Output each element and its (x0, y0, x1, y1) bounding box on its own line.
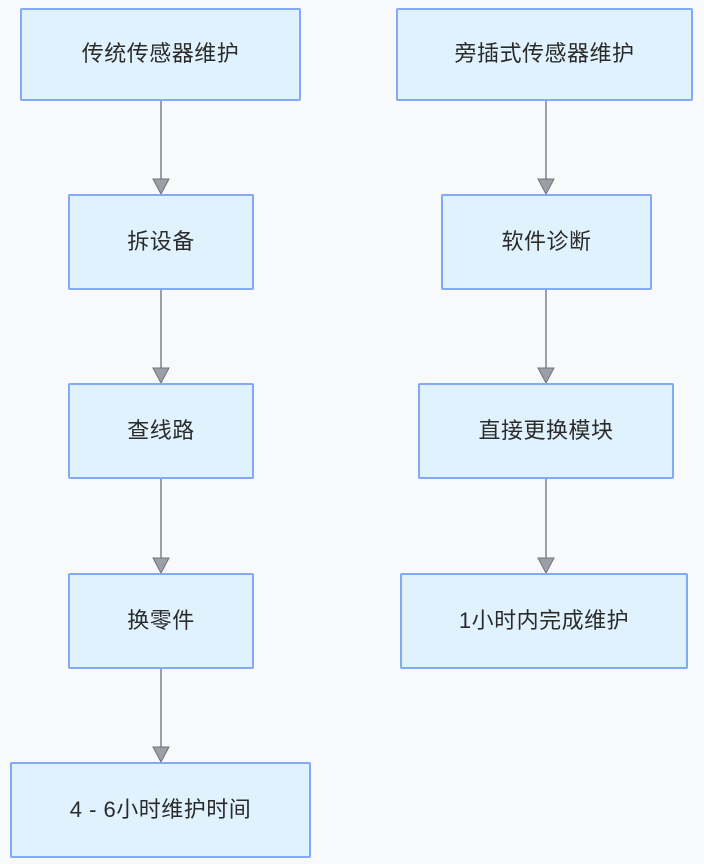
flow-arrow-trad-4-to-trad-5 (151, 669, 171, 764)
flow-node-label: 1小时内完成维护 (458, 607, 630, 633)
flow-node-trad-5[interactable]: 4 - 6小时维护时间 (10, 762, 311, 858)
flow-node-trad-1[interactable]: 传统传感器维护 (20, 8, 301, 101)
flow-node-label: 直接更换模块 (478, 417, 614, 443)
flow-arrow-trad-2-to-trad-3 (151, 290, 171, 385)
flow-node-label: 旁插式传感器维护 (454, 41, 635, 67)
flow-node-label: 换零件 (127, 607, 195, 633)
flow-node-label: 拆设备 (127, 228, 195, 254)
flow-arrow-trad-1-to-trad-2 (151, 101, 171, 196)
flow-arrow-plug-1-to-plug-2 (536, 101, 556, 196)
flow-node-plug-2[interactable]: 软件诊断 (441, 194, 652, 290)
flow-arrow-plug-3-to-plug-4 (536, 479, 556, 575)
flow-node-trad-2[interactable]: 拆设备 (68, 194, 254, 290)
flow-node-plug-1[interactable]: 旁插式传感器维护 (396, 8, 693, 101)
flow-node-label: 查线路 (127, 417, 195, 443)
flow-arrow-trad-3-to-trad-4 (151, 479, 171, 575)
flow-node-trad-3[interactable]: 查线路 (68, 383, 254, 479)
flow-node-trad-4[interactable]: 换零件 (68, 573, 254, 669)
flow-node-label: 传统传感器维护 (81, 41, 240, 67)
flow-node-label: 软件诊断 (501, 228, 592, 254)
flow-node-plug-4[interactable]: 1小时内完成维护 (400, 573, 688, 669)
flow-node-plug-3[interactable]: 直接更换模块 (418, 383, 674, 479)
flow-node-label: 4 - 6小时维护时间 (69, 796, 252, 822)
flow-arrow-plug-2-to-plug-3 (536, 290, 556, 385)
